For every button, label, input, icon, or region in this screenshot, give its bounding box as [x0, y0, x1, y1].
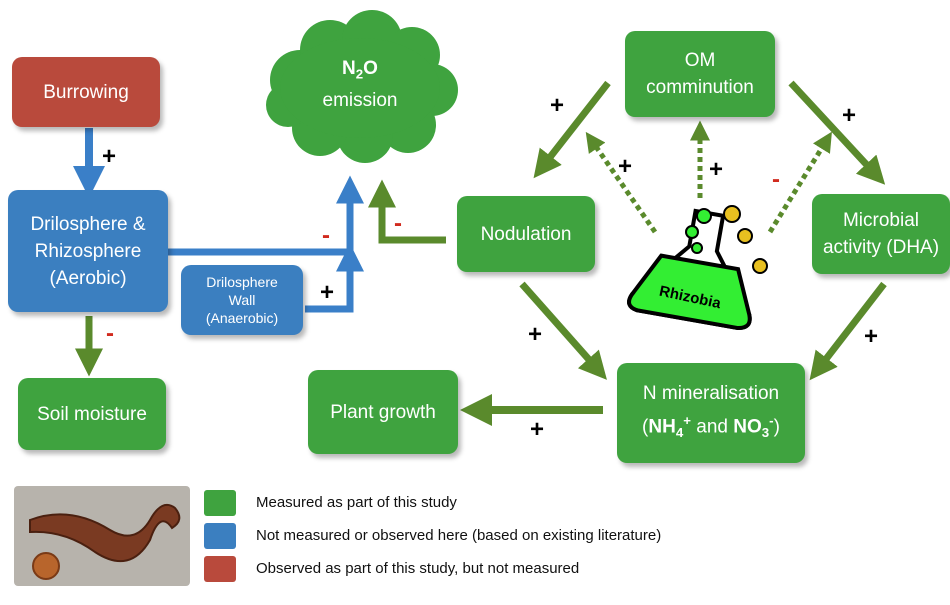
sign-rhizobia-to-nodulation: + [618, 153, 633, 180]
sign-om-to-nodulation: + [550, 92, 565, 119]
microbial-line-1: Microbial [842, 210, 920, 231]
nmin-and: and [691, 416, 734, 438]
sign-burrowing-to-drilosphere: + [102, 143, 117, 170]
sign-wall-to-n2o: + [320, 279, 335, 306]
legend-swatch-literature [204, 523, 236, 549]
n2o-n: N [342, 58, 356, 79]
n2o-emission-label: N2O emission [290, 56, 430, 114]
nmin-nh-superscript: + [683, 413, 691, 429]
drilosphere-wall-box: Drilosphere Wall (Anaerobic) [181, 265, 303, 335]
soil-moisture-box: Soil moisture [18, 378, 166, 450]
wall-line-1: Drilosphere [206, 274, 278, 290]
sign-drilosphere-to-moisture: - [106, 320, 114, 347]
om-line-1: OM [684, 50, 716, 71]
wall-line-2: Wall [228, 292, 256, 308]
nmin-line-1: N mineralisation [642, 383, 780, 405]
n2o-subscript: 2 [355, 66, 364, 82]
arrow-microbial-to-nmin [809, 281, 887, 381]
n-mineralisation-box: N mineralisation (NH4+ and NO3-) [617, 363, 805, 463]
om-comminution-box: OM comminution [625, 31, 775, 117]
plant-growth-box: Plant growth [308, 370, 458, 454]
nodulation-box: Nodulation [457, 196, 595, 272]
nodulation-label: Nodulation [480, 223, 572, 245]
nmin-close-paren: ) [773, 416, 780, 438]
legend-swatch-measured [204, 490, 236, 516]
soil-moisture-label: Soil moisture [37, 403, 147, 425]
sign-rhizobia-to-om: + [709, 156, 724, 183]
sign-drilosphere-to-n2o: - [322, 222, 330, 249]
nmin-line-2: (NH4+ and NO3-) [642, 407, 780, 446]
dotted-arrow-rhizobia-to-nodulation [585, 131, 658, 234]
drilosphere-line-2: Rhizosphere [34, 240, 142, 262]
burrowing-label: Burrowing [43, 81, 129, 103]
nmin-no: NO [733, 416, 762, 438]
sign-microbial-to-nmin: + [864, 323, 879, 350]
sign-rhizobia-to-microbial: - [772, 166, 780, 193]
n2o-o: O [363, 58, 378, 79]
om-line-2: comminution [646, 77, 754, 98]
sign-nmin-to-plant: + [530, 416, 545, 443]
wall-line-3: (Anaerobic) [205, 310, 279, 326]
nmin-no-superscript: - [769, 413, 774, 429]
microbial-activity-box: Microbial activity (DHA) [812, 194, 950, 274]
arrow-nodulation-to-nmin [519, 281, 607, 380]
legend-label-observed: Observed as part of this study, but not … [256, 560, 580, 577]
arrow-nodulation-to-n2o [368, 179, 446, 244]
n2o-emission-text: emission [322, 89, 398, 111]
arrow-om-to-nodulation [533, 80, 611, 179]
legend-label-literature: Not measured or observed here (based on … [256, 527, 662, 544]
burrowing-box: Burrowing [12, 57, 160, 127]
nmin-no-subscript: 3 [761, 424, 770, 440]
nmin-nh: NH [648, 416, 676, 438]
nmin-nh-subscript: 4 [675, 424, 684, 440]
microbial-line-2: activity (DHA) [822, 237, 940, 258]
arrow-om-to-microbial [788, 80, 886, 185]
earthworm-photo [14, 486, 190, 586]
legend-label-measured: Measured as part of this study [256, 494, 457, 511]
drilosphere-line-3: (Aerobic) [49, 267, 127, 289]
sign-nodulation-to-n2o: - [394, 210, 402, 237]
rhizobia-flask-icon [627, 205, 768, 331]
n2o-cloud-shape [266, 10, 458, 163]
sign-nodulation-to-nmin: + [528, 321, 543, 348]
arrow-wall-to-n2o [305, 243, 364, 313]
drilosphere-box: Drilosphere & Rhizosphere (Aerobic) [8, 190, 168, 312]
plant-growth-label: Plant growth [330, 401, 436, 423]
drilosphere-line-1: Drilosphere & [30, 213, 146, 235]
legend-swatch-observed [204, 556, 236, 582]
sign-om-to-microbial: + [842, 102, 857, 129]
dotted-arrow-rhizobia-to-microbial [767, 131, 832, 234]
nmin-open-paren: ( [642, 416, 649, 438]
